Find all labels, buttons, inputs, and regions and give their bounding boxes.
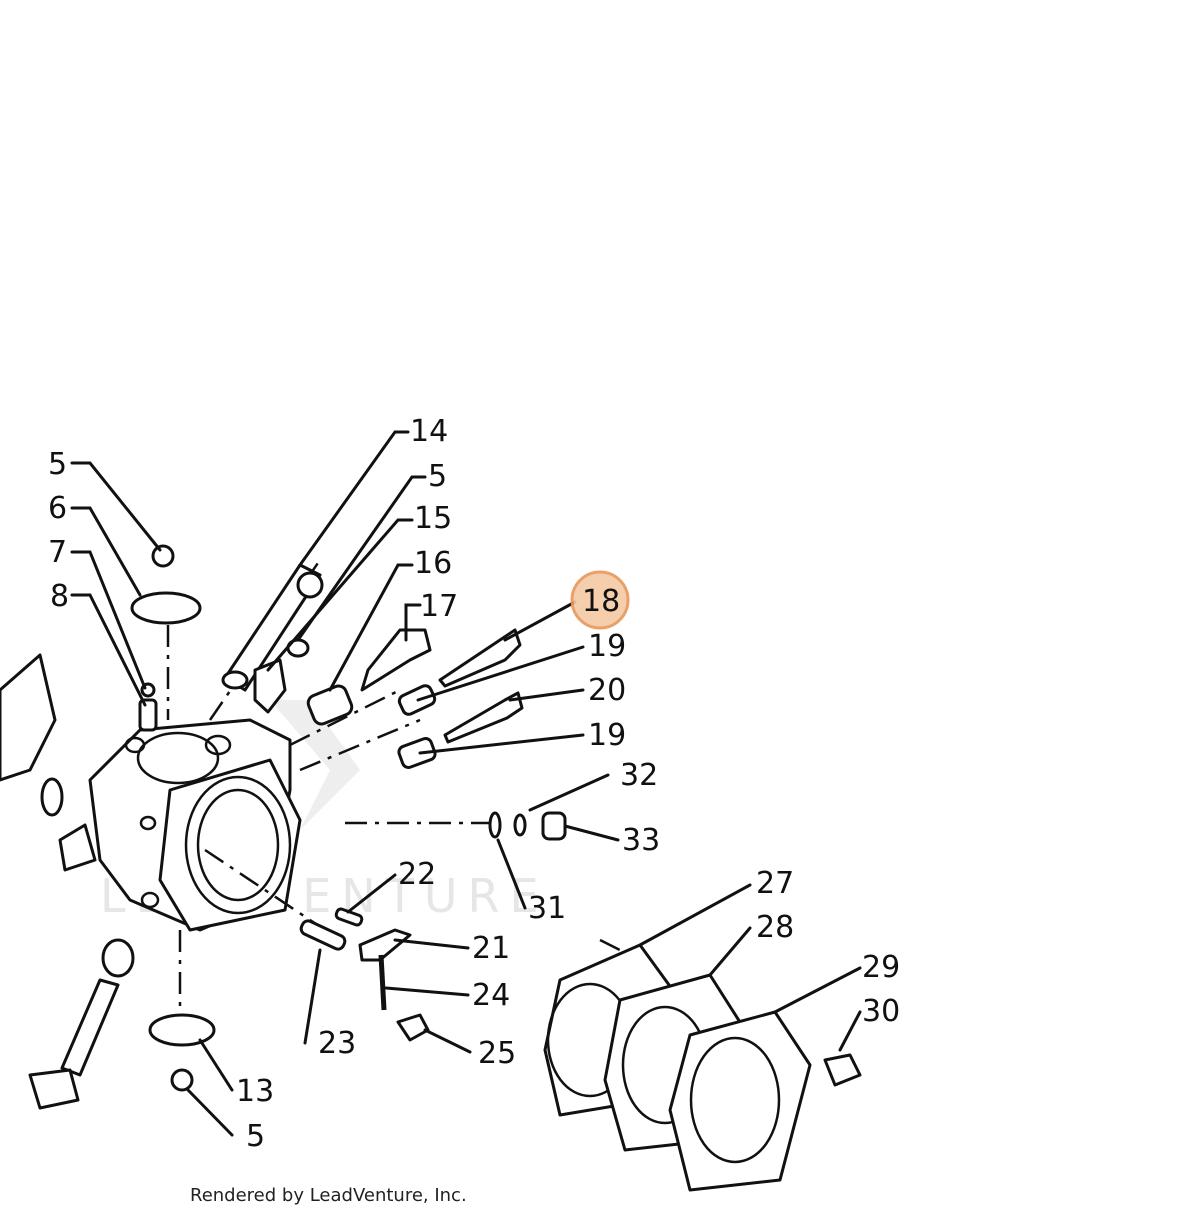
label-20[interactable]: 20 bbox=[588, 673, 626, 708]
cap-33 bbox=[541, 811, 567, 841]
throttle-shaft-bottom bbox=[28, 938, 135, 1110]
cover-29 bbox=[668, 1010, 812, 1192]
label-16[interactable]: 16 bbox=[414, 546, 452, 581]
spring-23 bbox=[299, 919, 347, 951]
spring-8 bbox=[138, 698, 158, 732]
throttle-shaft-top bbox=[221, 563, 324, 692]
label-23[interactable]: 23 bbox=[318, 1026, 356, 1061]
label-30[interactable]: 30 bbox=[862, 994, 900, 1029]
label-31[interactable]: 31 bbox=[528, 891, 566, 926]
label-6[interactable]: 6 bbox=[48, 491, 67, 526]
needle-18 bbox=[438, 628, 522, 688]
label-33[interactable]: 33 bbox=[622, 823, 660, 858]
label-19a[interactable]: 19 bbox=[588, 629, 626, 664]
screw-30 bbox=[823, 1053, 862, 1087]
label-28[interactable]: 28 bbox=[756, 910, 794, 945]
label-13[interactable]: 13 bbox=[236, 1074, 274, 1109]
diaphragm-6 bbox=[130, 591, 202, 625]
label-17[interactable]: 17 bbox=[420, 589, 458, 624]
label-21[interactable]: 21 bbox=[472, 931, 510, 966]
spring-19b bbox=[397, 737, 437, 769]
label-25[interactable]: 25 bbox=[478, 1036, 516, 1071]
needle-20 bbox=[443, 691, 524, 744]
leader-lines bbox=[70, 430, 862, 1137]
label-7[interactable]: 7 bbox=[48, 535, 67, 570]
oring-31 bbox=[488, 811, 502, 839]
label-5c[interactable]: 5 bbox=[246, 1119, 265, 1154]
pin-22 bbox=[334, 907, 364, 927]
pin-24 bbox=[378, 954, 387, 1011]
screw-5-upper-left bbox=[151, 544, 175, 568]
label-5b[interactable]: 5 bbox=[48, 447, 67, 482]
footer-credit: Rendered by LeadVenture, Inc. bbox=[190, 1185, 467, 1206]
label-15[interactable]: 15 bbox=[414, 501, 452, 536]
label-22[interactable]: 22 bbox=[398, 857, 436, 892]
label-29[interactable]: 29 bbox=[862, 950, 900, 985]
label-32[interactable]: 32 bbox=[620, 758, 658, 793]
label-14[interactable]: 14 bbox=[410, 414, 448, 449]
side-spring bbox=[40, 777, 64, 817]
highlight-marker bbox=[570, 570, 630, 630]
lever-21 bbox=[358, 928, 412, 962]
ring-32 bbox=[513, 813, 527, 837]
spring-16 bbox=[306, 684, 354, 726]
carburetor-body bbox=[58, 718, 302, 932]
diaphragm-13 bbox=[148, 1013, 216, 1047]
screw-25 bbox=[396, 1013, 430, 1042]
screw-5-bottom bbox=[170, 1068, 194, 1092]
side-gasket bbox=[0, 653, 57, 782]
label-24[interactable]: 24 bbox=[472, 978, 510, 1013]
label-5a[interactable]: 5 bbox=[428, 459, 447, 494]
screw-17 bbox=[360, 628, 432, 692]
label-27[interactable]: 27 bbox=[756, 866, 794, 901]
label-8[interactable]: 8 bbox=[50, 579, 69, 614]
label-18[interactable]: 18 bbox=[582, 584, 620, 619]
label-19b[interactable]: 19 bbox=[588, 718, 626, 753]
